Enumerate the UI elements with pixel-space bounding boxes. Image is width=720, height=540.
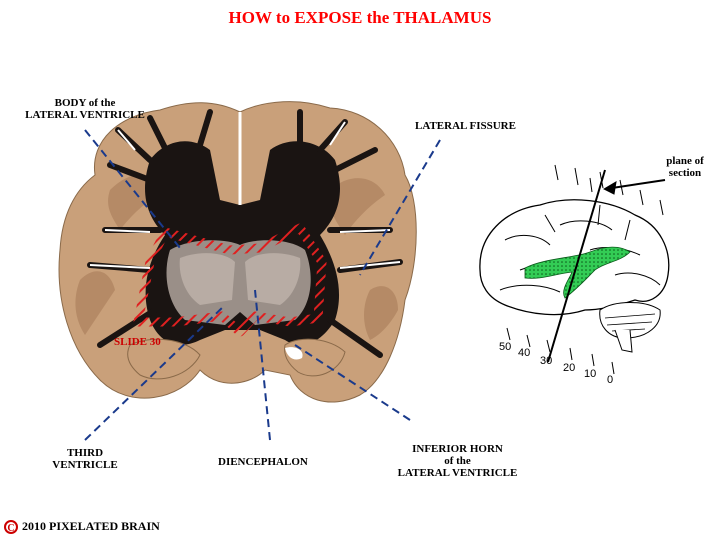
thalamus-hatch-outline: [133, 223, 327, 337]
scale-tick-40: 40: [518, 347, 531, 359]
label-body-line-1: BODY of the: [54, 97, 116, 109]
lateral-ventricle-shape: [524, 246, 631, 299]
scale-tick-0: 0: [607, 374, 614, 386]
coronal-section: [58, 101, 417, 403]
label-body-line-2: LATERAL VENTRICLE: [25, 109, 145, 121]
scale-tick-20: 20: [563, 362, 576, 374]
label-plane-line-2: section: [668, 167, 702, 179]
leader-third-ventricle: [84, 304, 226, 441]
label-inferior-horn: INFERIOR HORN of the LATERAL VENTRICLE: [385, 443, 530, 479]
label-slide-marker: SLIDE 30: [114, 336, 161, 348]
leader-lateral-fissure: [359, 139, 441, 276]
leader-inferior-horn: [294, 344, 411, 421]
label-third-line-2: VENTRICLE: [52, 459, 118, 471]
label-body-lateral-ventricle: BODY of the LATERAL VENTRICLE: [10, 97, 160, 121]
copyright: C 2010 PIXELATED BRAIN: [4, 519, 160, 534]
label-diencephalon: DIENCEPHALON: [218, 456, 308, 468]
label-inferior-line-2: of the: [444, 455, 471, 467]
page-title: HOW to EXPOSE the THALAMUS: [228, 8, 492, 27]
label-plane-line-1: plane of: [666, 155, 704, 167]
copyright-icon: C: [4, 519, 18, 534]
plane-arrow-head: [602, 181, 617, 195]
label-inferior-line-3: LATERAL VENTRICLE: [397, 467, 518, 479]
copyright-text: 2010 PIXELATED BRAIN: [22, 519, 160, 533]
lateral-brain-inset: [479, 164, 670, 375]
plane-of-section-line: [547, 169, 606, 363]
leader-lines: [84, 129, 441, 441]
scale-tick-30: 30: [540, 355, 553, 367]
scale-tick-10: 10: [584, 368, 597, 380]
scale-tick-50: 50: [499, 341, 512, 353]
label-third-line-1: THIRD: [66, 447, 104, 459]
label-lateral-fissure: LATERAL FISSURE: [415, 120, 516, 132]
label-third-ventricle: THIRD VENTRICLE: [45, 447, 125, 471]
label-inferior-line-1: INFERIOR HORN: [412, 443, 503, 455]
label-plane-of-section: plane of section: [655, 155, 715, 179]
